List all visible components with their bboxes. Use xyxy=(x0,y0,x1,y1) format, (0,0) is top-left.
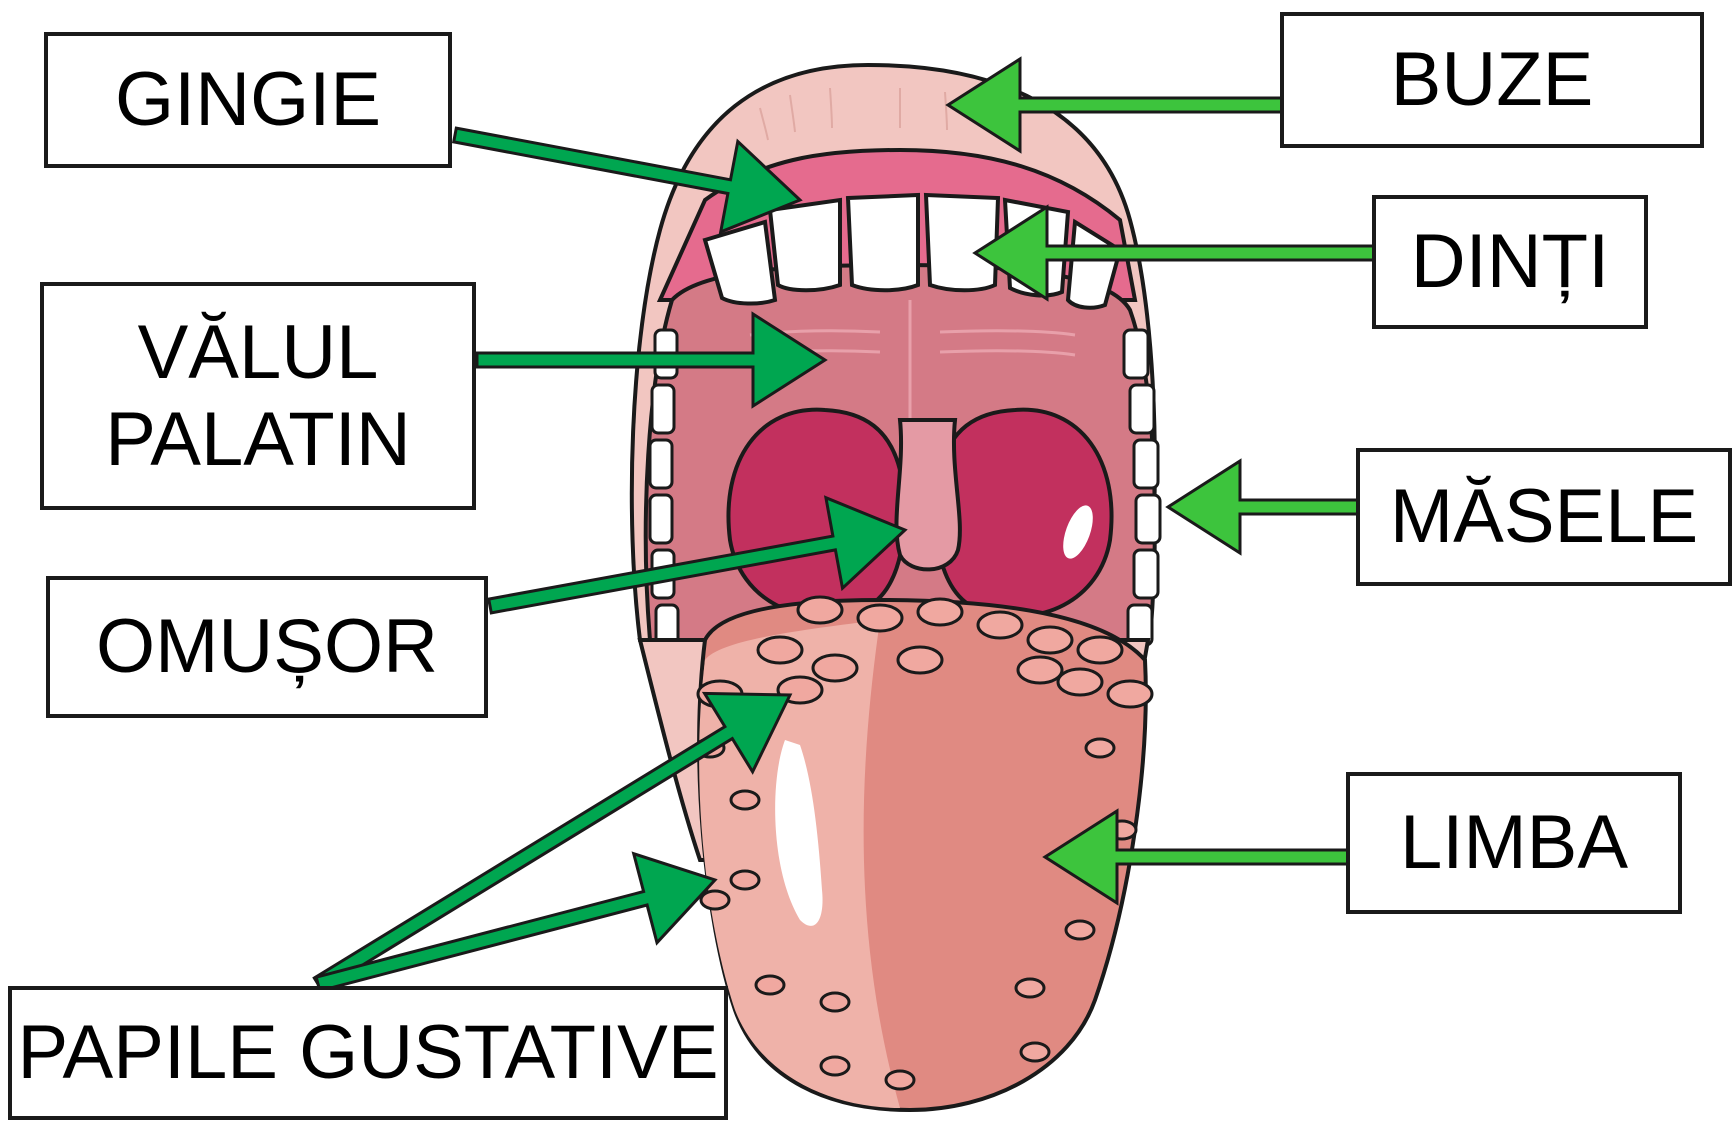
papilla xyxy=(701,891,729,909)
label-dinti-text: DINȚI xyxy=(1411,218,1609,305)
papilla xyxy=(858,605,902,631)
papilla xyxy=(1028,627,1072,653)
papilla xyxy=(813,655,857,681)
papilla xyxy=(918,599,962,625)
arrow-papile-2 xyxy=(316,854,715,991)
papilla xyxy=(1018,657,1062,683)
papilla xyxy=(758,637,802,663)
label-buze: BUZE xyxy=(1280,12,1704,148)
papilla xyxy=(1021,1043,1049,1061)
papilla xyxy=(1016,979,1044,997)
papilla xyxy=(798,597,842,623)
uvula xyxy=(896,420,959,569)
papilla xyxy=(1078,637,1122,663)
papilla xyxy=(1086,739,1114,757)
papilla xyxy=(978,612,1022,638)
arrow-dinti-shape xyxy=(975,207,1374,299)
papilla xyxy=(1058,669,1102,695)
label-papile-text: PAPILE GUSTATIVE xyxy=(17,1009,718,1096)
arrow-masele xyxy=(1168,461,1358,553)
papilla xyxy=(731,791,759,809)
papilla xyxy=(731,871,759,889)
label-valul-palatin: VĂLUL PALATIN xyxy=(40,282,476,510)
label-valul-line1: VĂLUL xyxy=(138,309,379,396)
label-masele-text: MĂSELE xyxy=(1390,473,1698,560)
label-limba: LIMBA xyxy=(1346,772,1682,914)
label-valul-line2: PALATIN xyxy=(105,396,410,483)
label-dinti: DINȚI xyxy=(1372,195,1648,329)
papilla xyxy=(886,1071,914,1089)
papilla xyxy=(1066,921,1094,939)
arrow-buze-shape xyxy=(948,59,1282,151)
arrow-buze xyxy=(948,59,1282,151)
label-papile-gustative: PAPILE GUSTATIVE xyxy=(8,986,728,1120)
label-limba-text: LIMBA xyxy=(1400,799,1628,886)
papilla xyxy=(821,993,849,1011)
papilla xyxy=(1108,681,1152,707)
label-gingie: GINGIE xyxy=(44,32,452,168)
label-buze-text: BUZE xyxy=(1391,36,1594,123)
label-omusor: OMUȘOR xyxy=(46,576,488,718)
label-omusor-text: OMUȘOR xyxy=(96,603,438,690)
arrow-masele-shape xyxy=(1168,461,1358,553)
papilla xyxy=(898,647,942,673)
papilla xyxy=(821,1057,849,1075)
label-masele: MĂSELE xyxy=(1356,448,1732,586)
arrow-dinti xyxy=(975,207,1374,299)
arrow-papile-2-shape xyxy=(316,854,715,991)
label-gingie-text: GINGIE xyxy=(115,56,381,143)
papilla xyxy=(756,976,784,994)
tonsil-left xyxy=(728,410,904,616)
